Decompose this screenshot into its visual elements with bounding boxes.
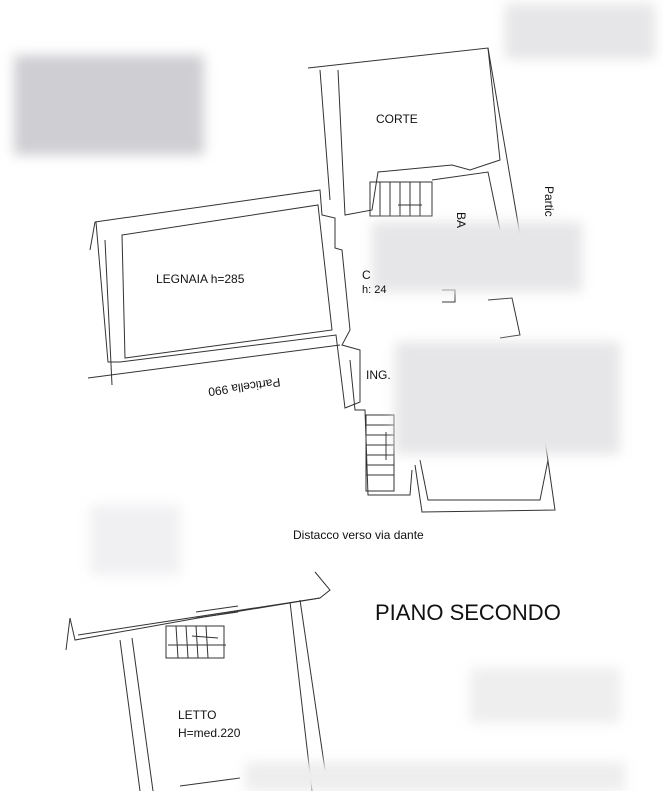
wall-corte — [307, 47, 501, 216]
stair-treads — [379, 182, 422, 216]
room-c-height: h: 24 — [362, 284, 387, 296]
wall-legnaia — [94, 189, 361, 409]
room-c: C — [362, 268, 371, 282]
blurred-region — [470, 668, 620, 723]
room-letto-height: H=med.220 — [178, 726, 241, 740]
room-ingresso: ING. — [366, 368, 391, 382]
room-legnaia: LEGNAIA h=285 — [156, 272, 245, 286]
blurred-region — [372, 222, 582, 292]
wall-bagno — [431, 171, 501, 231]
blurred-region — [245, 762, 625, 791]
room-bagno: BA — [454, 212, 468, 229]
blurred-region — [90, 505, 180, 575]
blurred-logo — [14, 55, 204, 155]
blurred-region — [395, 342, 620, 454]
stairs-entrance — [365, 414, 395, 492]
wall-piano-secondo — [69, 571, 331, 641]
room-letto: LETTO — [178, 708, 217, 722]
floor-title: PIANO SECONDO — [375, 600, 561, 625]
blurred-region — [505, 4, 655, 59]
distacco-label: Distacco verso via dante — [293, 528, 424, 542]
room-corte: CORTE — [376, 112, 418, 126]
stairs-piano-secondo — [165, 625, 225, 659]
particella-right: Partic — [542, 186, 556, 217]
stairs — [369, 181, 433, 217]
